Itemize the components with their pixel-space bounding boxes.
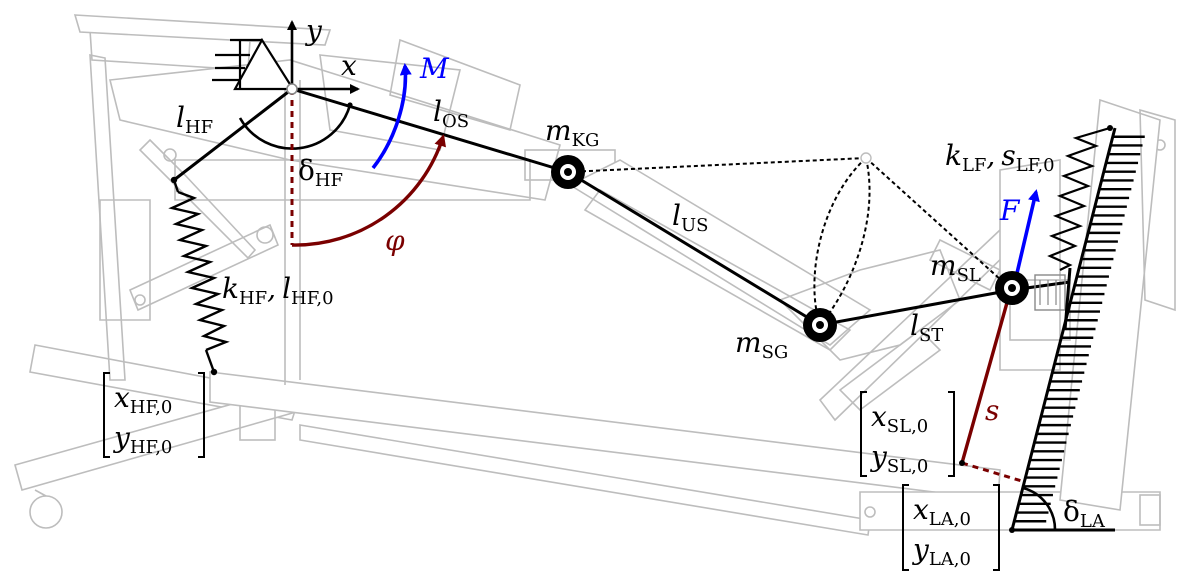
label-y-hf0: yHF,0 xyxy=(112,421,172,458)
link-l-os xyxy=(291,87,569,174)
label-l-os: lOS xyxy=(433,95,469,132)
hip-fixed-support xyxy=(212,37,295,91)
mass-sl-joint xyxy=(995,271,1029,305)
coordinate-axes xyxy=(287,20,360,94)
angle-delta-hf-arc xyxy=(238,104,352,150)
mass-coupling-lines xyxy=(567,152,1013,326)
link-l-hf xyxy=(173,87,293,182)
bracket-hf0 xyxy=(103,372,205,458)
label-x-axis: x xyxy=(341,49,357,82)
label-x-sl0: xSL,0 xyxy=(871,400,928,437)
label-y-sl0: ySL,0 xyxy=(869,440,928,477)
label-m-kg: mKG xyxy=(545,114,599,151)
label-force: F xyxy=(999,194,1021,227)
angle-delta-la-arc xyxy=(1022,486,1057,531)
hip-spring xyxy=(168,176,230,376)
label-x-hf0: xHF,0 xyxy=(114,381,172,418)
s-origin-dot xyxy=(959,460,965,466)
label-x-la0: xLA,0 xyxy=(913,493,971,530)
label-delta-la: δLA xyxy=(1063,495,1106,532)
label-moment: M xyxy=(419,52,450,85)
mass-sg-joint xyxy=(803,308,837,342)
link-l-st xyxy=(819,288,1013,327)
label-y-la0: yLA,0 xyxy=(911,533,971,570)
force-arrow xyxy=(1012,189,1040,287)
label-k-hf-l-hf0: kHF,lHF,0 xyxy=(222,272,334,309)
masses xyxy=(286,83,1029,342)
linear-actuator-rail xyxy=(1009,125,1145,533)
hip-pivot xyxy=(286,83,298,95)
link-l-us xyxy=(567,170,821,327)
angle-arc-end-dot xyxy=(347,102,353,108)
moment-arrow xyxy=(371,63,412,170)
angle-phi-arrow xyxy=(291,134,446,247)
label-l-st: lST xyxy=(910,309,943,346)
bracket-la0 xyxy=(902,484,1000,571)
label-l-us: lUS xyxy=(672,199,708,236)
label-s: s xyxy=(985,394,999,427)
label-m-sl: mSL xyxy=(930,249,981,286)
label-delta-hf: δHF xyxy=(298,154,343,191)
bracket-sl0 xyxy=(860,391,955,477)
label-y-axis: y xyxy=(304,14,323,47)
displacement-s-arrow xyxy=(960,289,1014,464)
label-k-lf-s-lf0: kLF,sLF,0 xyxy=(945,139,1055,176)
background-mechanism xyxy=(14,14,1176,536)
label-phi: φ xyxy=(385,224,405,257)
labels: y x M lHF lOS mKG δHF φ lUS kHF,lHF,0 kL… xyxy=(112,14,1106,570)
mass-kg-joint xyxy=(551,155,585,189)
label-l-hf: lHF xyxy=(176,101,213,138)
label-m-sg: mSG xyxy=(735,326,788,363)
foot-spring xyxy=(1034,126,1111,331)
links xyxy=(173,87,1071,327)
